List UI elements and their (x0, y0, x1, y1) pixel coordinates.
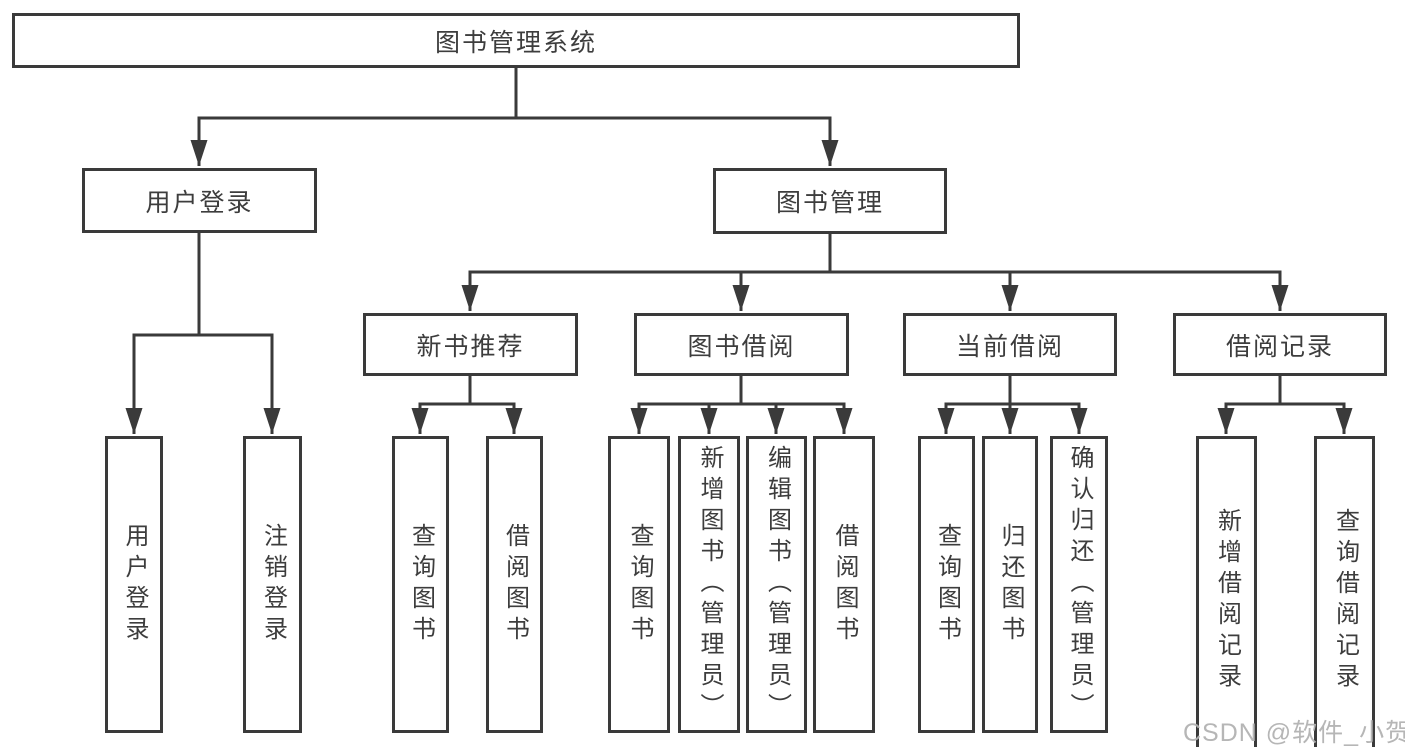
node-book-management-label: 图书管理 (775, 189, 884, 217)
leaf-newbook-query-books-label: 查询图书 (407, 522, 435, 647)
leaf-current-return-books: 归还图书 (982, 436, 1038, 733)
wires-records-to-leaves (1217, 376, 1353, 434)
leaf-borrowing-query-books-label: 查询图书 (626, 522, 653, 647)
wires-new-books-to-leaves (411, 376, 523, 434)
wires-root-to-level2 (190, 68, 839, 166)
node-book-borrowing: 图书借阅 (634, 313, 849, 376)
leaf-records-query-record: 查询借阅记录 (1314, 436, 1375, 747)
node-current-borrowing: 当前借阅 (903, 313, 1117, 376)
node-user-login-label: 用户登录 (145, 188, 254, 217)
leaf-records-query-record-label: 查询借阅记录 (1331, 508, 1359, 694)
csdn-watermark: CSDN @软件_小贺同学 (1183, 719, 1405, 747)
wires-current-to-leaves (937, 376, 1088, 434)
wires-borrowing-to-leaves (630, 376, 853, 434)
node-user-login: 用户登录 (82, 168, 317, 233)
leaf-current-query-books-label: 查询图书 (933, 522, 961, 647)
leaf-borrowing-edit-books-admin-label: 编辑图书（管理员） (763, 445, 791, 724)
leaf-borrowing-add-books-admin-label: 新增图书（管理员） (696, 445, 723, 724)
leaf-newbook-borrow-books-label: 借阅图书 (501, 522, 529, 647)
leaf-borrowing-query-books: 查询图书 (608, 436, 670, 733)
node-borrowing-records-label: 借阅记录 (1225, 332, 1334, 361)
leaf-borrowing-borrow-books: 借阅图书 (813, 436, 875, 733)
node-root: 图书管理系统 (12, 13, 1020, 68)
leaf-records-add-record: 新增借阅记录 (1196, 436, 1257, 747)
node-root-label: 图书管理系统 (434, 28, 597, 57)
leaf-borrowing-edit-books-admin: 编辑图书（管理员） (746, 436, 807, 733)
wires-user-login-to-leaves (125, 233, 281, 434)
leaf-logout-label: 注销登录 (259, 522, 287, 647)
node-book-management: 图书管理 (713, 168, 947, 234)
node-new-book-recommend-label: 新书推荐 (416, 332, 525, 361)
leaf-current-confirm-return-admin-label: 确认归还（管理员） (1066, 445, 1093, 724)
leaf-user-login-label: 用户登录 (121, 522, 148, 647)
node-book-borrowing-label: 图书借阅 (687, 332, 796, 361)
node-current-borrowing-label: 当前借阅 (955, 332, 1064, 361)
leaf-current-confirm-return-admin: 确认归还（管理员） (1050, 436, 1108, 733)
leaf-current-query-books: 查询图书 (918, 436, 975, 733)
leaf-current-return-books-label: 归还图书 (997, 522, 1024, 647)
leaf-borrowing-borrow-books-label: 借阅图书 (831, 522, 858, 647)
wires-book-mgmt-to-level3 (461, 234, 1289, 311)
leaf-newbook-borrow-books: 借阅图书 (486, 436, 543, 733)
leaf-logout: 注销登录 (243, 436, 302, 733)
leaf-records-add-record-label: 新增借阅记录 (1213, 508, 1241, 694)
leaf-newbook-query-books: 查询图书 (392, 436, 449, 733)
leaf-user-login: 用户登录 (105, 436, 163, 733)
node-borrowing-records: 借阅记录 (1173, 313, 1387, 376)
leaf-borrowing-add-books-admin: 新增图书（管理员） (678, 436, 740, 733)
node-new-book-recommend: 新书推荐 (363, 313, 578, 376)
